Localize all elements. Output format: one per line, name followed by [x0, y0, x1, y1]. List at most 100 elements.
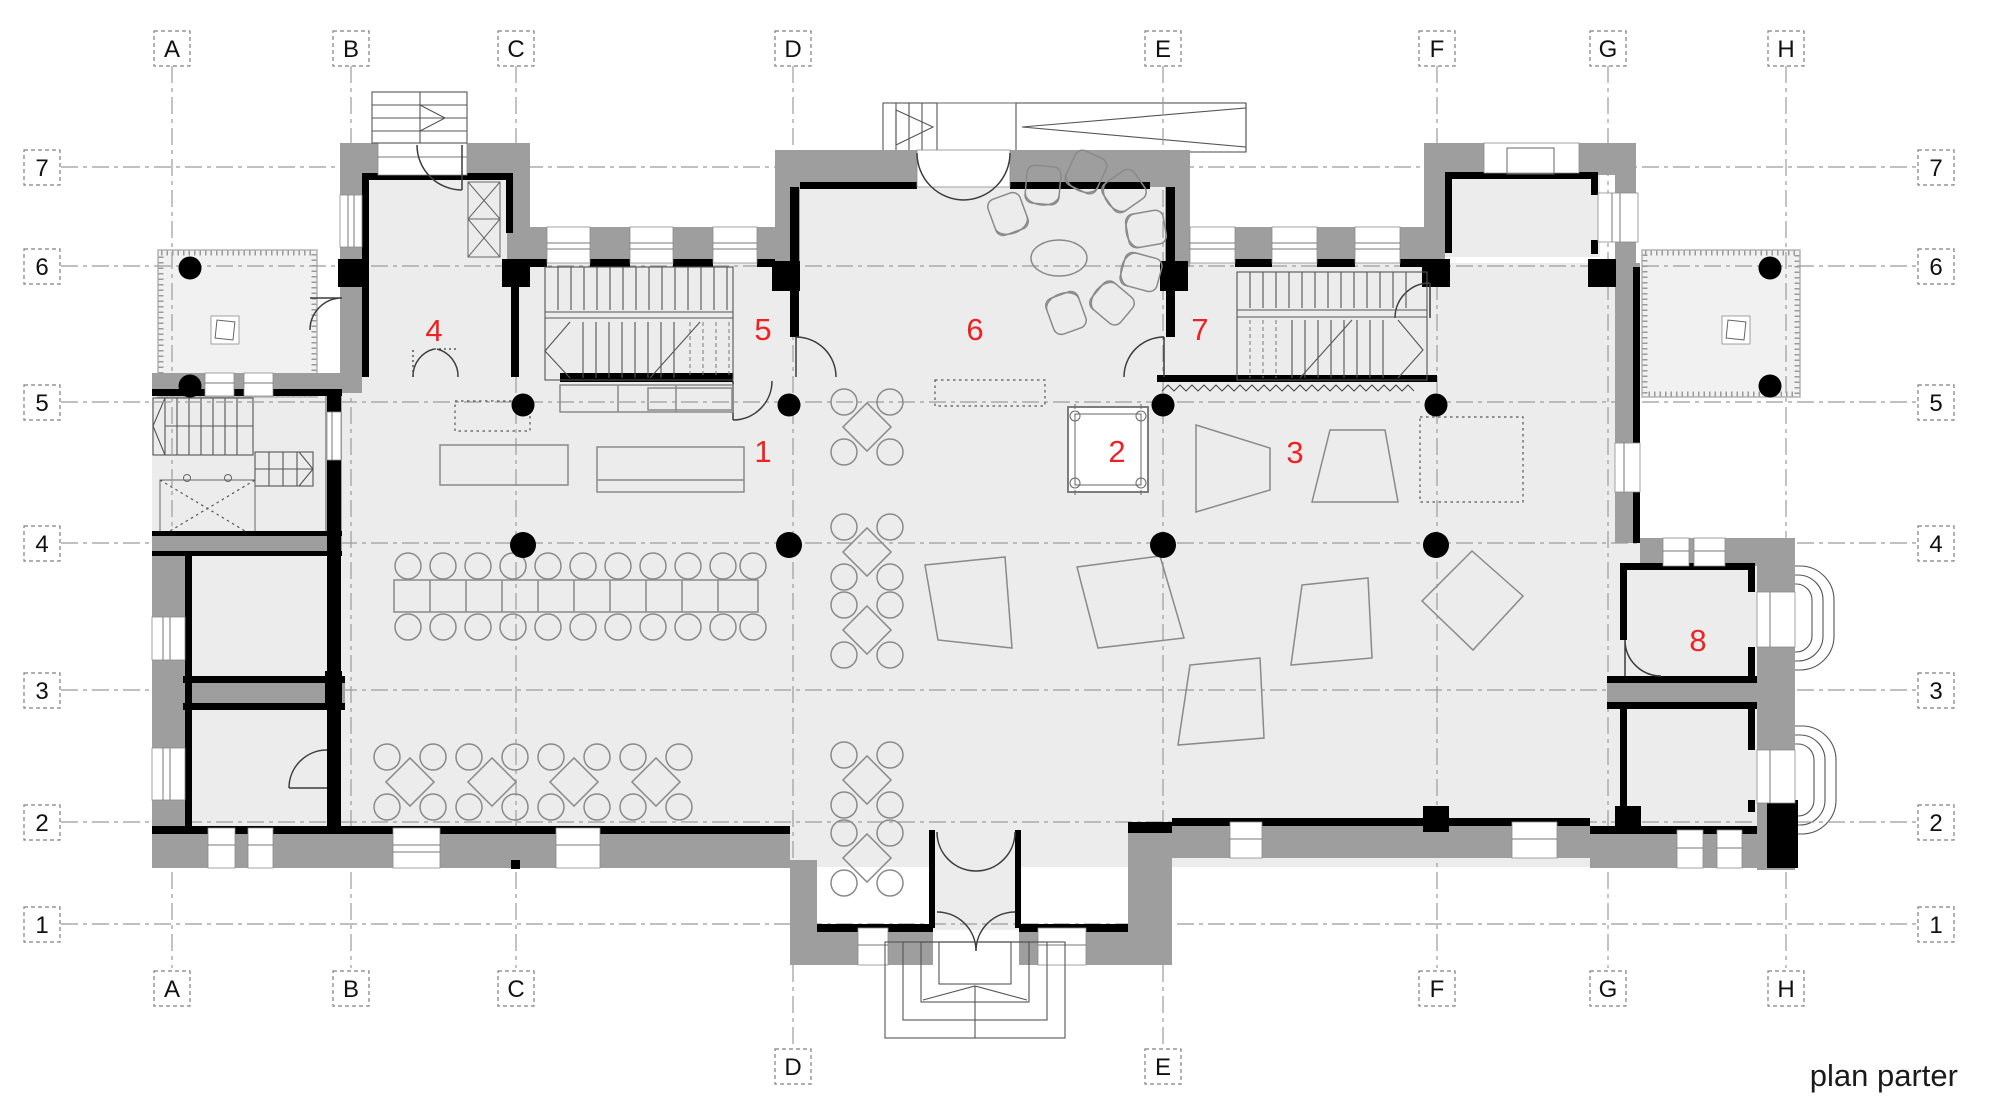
door-hall-west — [795, 336, 837, 378]
svg-text:D: D — [784, 36, 801, 63]
grid-label-top-E: E — [1144, 30, 1182, 67]
svg-text:1: 1 — [1929, 912, 1942, 939]
secondary-staircase — [1236, 271, 1428, 381]
grid-label-left-4: 4 — [23, 525, 61, 562]
grid-label-right-3: 3 — [1917, 672, 1955, 709]
room-number-5: 5 — [754, 312, 771, 347]
svg-text:E: E — [1155, 36, 1171, 63]
svg-text:E: E — [1155, 1054, 1171, 1081]
door-vestibule-inner — [936, 831, 1016, 872]
grid-label-top-G: G — [1589, 30, 1627, 67]
svg-text:H: H — [1777, 976, 1794, 1003]
svg-text:B: B — [343, 36, 359, 63]
svg-text:6: 6 — [35, 254, 48, 281]
door-terrace-left — [309, 297, 343, 331]
grid-label-top-F: F — [1418, 30, 1456, 67]
svg-text:5: 5 — [1929, 390, 1942, 417]
room-number-8: 8 — [1689, 623, 1706, 658]
grid-label-top-C: C — [497, 30, 535, 67]
annotation-dashed — [454, 379, 1524, 503]
grid-label-left-6: 6 — [23, 248, 61, 285]
room-number-6: 6 — [966, 312, 983, 347]
grid-label-bottom-D: D — [774, 1048, 812, 1085]
grid-label-left-1: 1 — [23, 906, 61, 943]
grid-label-left-3: 3 — [23, 672, 61, 709]
grid-label-right-7: 7 — [1917, 149, 1955, 186]
platform-room2 — [1067, 404, 1149, 495]
svg-text:F: F — [1430, 976, 1445, 1003]
banquet-table — [393, 552, 767, 641]
door-room4-bottom-left — [412, 348, 435, 378]
grid-label-right-2: 2 — [1917, 804, 1955, 841]
door-vestibule-outer — [936, 911, 1016, 952]
room-number-1: 1 — [754, 434, 771, 469]
grid-label-right-6: 6 — [1917, 248, 1955, 285]
grid-label-top-B: B — [332, 30, 370, 67]
door-room7 — [1394, 282, 1431, 319]
grid-label-bottom-C: C — [497, 970, 535, 1007]
svg-text:A: A — [164, 976, 180, 1003]
grid-label-bottom-B: B — [332, 970, 370, 1007]
exterior-stair-left — [152, 397, 314, 487]
grid-label-right-5: 5 — [1917, 384, 1955, 421]
serving-tables — [439, 384, 745, 493]
grid-label-left-2: 2 — [23, 804, 61, 841]
svg-text:D: D — [784, 1054, 801, 1081]
svg-text:C: C — [507, 976, 524, 1003]
grid-label-bottom-F: F — [1418, 970, 1456, 1007]
svg-text:C: C — [507, 36, 524, 63]
grid-label-bottom-G: G — [1589, 970, 1627, 1007]
grid-label-top-A: A — [153, 30, 191, 67]
svg-text:7: 7 — [35, 155, 48, 182]
door-room4-bottom-right — [436, 348, 459, 378]
grid-label-top-D: D — [774, 30, 812, 67]
svg-text:3: 3 — [1929, 678, 1942, 705]
svg-text:3: 3 — [35, 678, 48, 705]
door-room8 — [1624, 639, 1662, 677]
grid-label-left-5: 5 — [23, 384, 61, 421]
trellis-left — [159, 474, 256, 538]
grid-label-bottom-E: E — [1144, 1048, 1182, 1085]
doors — [288, 144, 1662, 952]
entrance-canopy — [1015, 102, 1247, 153]
door-hall-east — [1123, 336, 1165, 378]
room-number-4: 4 — [425, 313, 442, 348]
lounge-seating — [984, 146, 1169, 338]
svg-text:A: A — [164, 36, 180, 63]
structural-columns — [178, 256, 1782, 558]
svg-text:6: 6 — [1929, 254, 1942, 281]
windows — [151, 142, 1796, 966]
grid-label-right-4: 4 — [1917, 525, 1955, 562]
svg-text:2: 2 — [35, 810, 48, 837]
curved-stair-right-upper — [1790, 565, 1835, 671]
svg-text:7: 7 — [1929, 155, 1942, 182]
floor-plates — [152, 172, 1795, 930]
porch-steps — [884, 941, 1066, 1039]
door-room4-top — [416, 144, 463, 191]
grid-label-left-7: 7 — [23, 149, 61, 186]
room-numbers: 1 2 3 4 5 6 7 8 — [425, 312, 1706, 658]
svg-text:5: 5 — [35, 390, 48, 417]
svg-text:H: H — [1777, 36, 1794, 63]
svg-text:1: 1 — [35, 912, 48, 939]
room-number-7: 7 — [1191, 312, 1208, 347]
main-staircase — [544, 266, 734, 381]
door-left-room — [288, 749, 328, 789]
grid-label-bottom-H: H — [1767, 970, 1805, 1007]
exhibit-pedestals — [924, 423, 1525, 746]
svg-text:F: F — [1430, 36, 1445, 63]
grid-label-top-H: H — [1767, 30, 1805, 67]
exterior-stair-top-left — [371, 91, 468, 144]
room-number-2: 2 — [1108, 434, 1125, 469]
svg-text:4: 4 — [1929, 531, 1942, 558]
svg-text:2: 2 — [1929, 810, 1942, 837]
door-main-entrance — [916, 152, 1011, 201]
grid-labels: A B C D E F G H A B C D E F G H 7 6 5 4 … — [23, 30, 1955, 1085]
curved-stair-right-lower — [1792, 725, 1837, 835]
plan-title: plan parter — [1810, 1058, 1958, 1093]
svg-text:G: G — [1599, 976, 1618, 1003]
walls-black — [152, 172, 1798, 932]
grid-label-right-1: 1 — [1917, 906, 1955, 943]
